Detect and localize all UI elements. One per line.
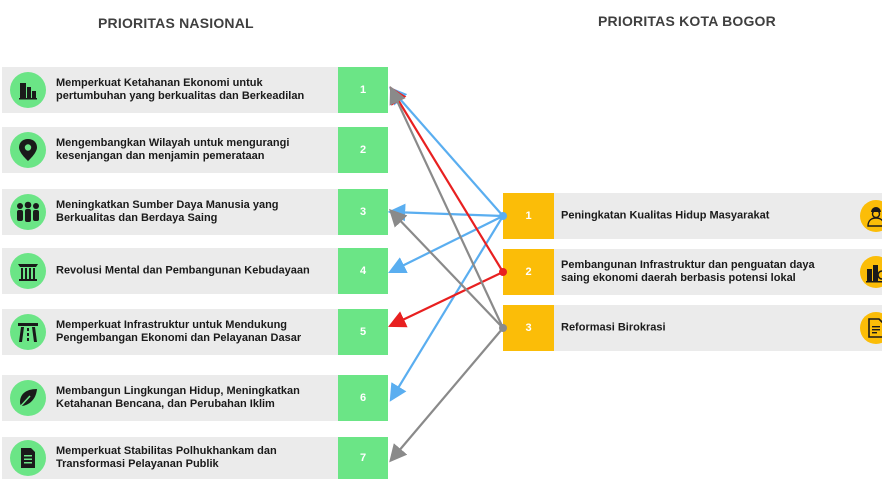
city-priority-2: 2 Pembangunan Infrastruktur dan penguata… bbox=[503, 249, 882, 295]
national-priority-number: 3 bbox=[338, 189, 388, 235]
link-city-3-to-national-3 bbox=[388, 208, 504, 329]
national-priority-5: Memperkuat Infrastruktur untuk Mendukung… bbox=[2, 309, 388, 355]
national-priority-label: Memperkuat Ketahanan Ekonomi untuk pertu… bbox=[56, 77, 305, 102]
national-priorities-title: PRIORITAS NASIONAL bbox=[98, 15, 254, 31]
city-priority-1: 1 Peningkatan Kualitas Hidup Masyarakat bbox=[503, 193, 882, 239]
infrastructure-icon bbox=[860, 256, 882, 288]
link-origin-dot-1 bbox=[499, 212, 507, 220]
link-origin-dot-3 bbox=[499, 324, 507, 332]
buildings-icon bbox=[10, 72, 46, 108]
city-priority-number: 3 bbox=[503, 305, 554, 351]
worker-icon bbox=[860, 200, 882, 232]
city-priority-number: 2 bbox=[503, 249, 554, 295]
city-priorities-title: PRIORITAS KOTA BOGOR bbox=[598, 13, 776, 29]
national-priority-label: Meningkatkan Sumber Daya Manusia yang Be… bbox=[56, 199, 279, 224]
link-city-1-to-national-6 bbox=[389, 215, 504, 402]
city-priority-3: 3 Reformasi Birokrasi bbox=[503, 305, 882, 351]
link-city-1-to-national-3 bbox=[387, 203, 504, 222]
leaf-icon bbox=[10, 380, 46, 416]
national-priority-number: 6 bbox=[338, 375, 388, 421]
link-city-2-to-national-5 bbox=[388, 271, 504, 328]
national-priority-label: Membangun Lingkungan Hidup, Meningkatkan… bbox=[56, 385, 300, 410]
link-city-1-to-national-1 bbox=[389, 86, 504, 217]
national-priority-label: Revolusi Mental dan Pembangunan Kebudaya… bbox=[56, 264, 310, 277]
national-priority-label: Mengembangkan Wilayah untuk mengurangi k… bbox=[56, 137, 290, 162]
city-priority-label: Peningkatan Kualitas Hidup Masyarakat bbox=[561, 209, 770, 222]
national-priority-1: Memperkuat Ketahanan Ekonomi untuk pertu… bbox=[2, 67, 388, 113]
national-priority-number: 4 bbox=[338, 248, 388, 294]
national-priority-number: 1 bbox=[338, 67, 388, 113]
link-city-2-to-national-1 bbox=[389, 86, 504, 273]
city-priority-number: 1 bbox=[503, 193, 554, 239]
document-icon bbox=[10, 440, 46, 476]
link-origin-dot-2 bbox=[499, 268, 507, 276]
national-priority-6: Membangun Lingkungan Hidup, Meningkatkan… bbox=[2, 375, 388, 421]
national-priority-number: 5 bbox=[338, 309, 388, 355]
national-priority-label: Memperkuat Stabilitas Polhukhankam dan T… bbox=[56, 445, 277, 470]
checklist-document-icon bbox=[860, 312, 882, 344]
city-priority-label: Reformasi Birokrasi bbox=[561, 321, 666, 334]
national-priority-4: Revolusi Mental dan Pembangunan Kebudaya… bbox=[2, 248, 388, 294]
national-priority-number: 2 bbox=[338, 127, 388, 173]
national-priority-number: 7 bbox=[338, 437, 388, 479]
national-priority-2: Mengembangkan Wilayah untuk mengurangi k… bbox=[2, 127, 388, 173]
city-priority-label: Pembangunan Infrastruktur dan penguatan … bbox=[561, 259, 815, 284]
national-priority-label: Memperkuat Infrastruktur untuk Mendukung… bbox=[56, 319, 302, 344]
culture-gate-icon bbox=[10, 253, 46, 289]
national-priority-7: Memperkuat Stabilitas Polhukhankam dan T… bbox=[2, 437, 388, 479]
national-priority-3: Meningkatkan Sumber Daya Manusia yang Be… bbox=[2, 189, 388, 235]
link-city-1-to-national-4 bbox=[388, 215, 504, 274]
road-icon bbox=[10, 314, 46, 350]
link-city-3-to-national-1 bbox=[389, 86, 504, 329]
people-icon bbox=[10, 194, 46, 230]
map-pin-icon bbox=[10, 132, 46, 168]
link-city-3-to-national-7 bbox=[389, 327, 504, 463]
